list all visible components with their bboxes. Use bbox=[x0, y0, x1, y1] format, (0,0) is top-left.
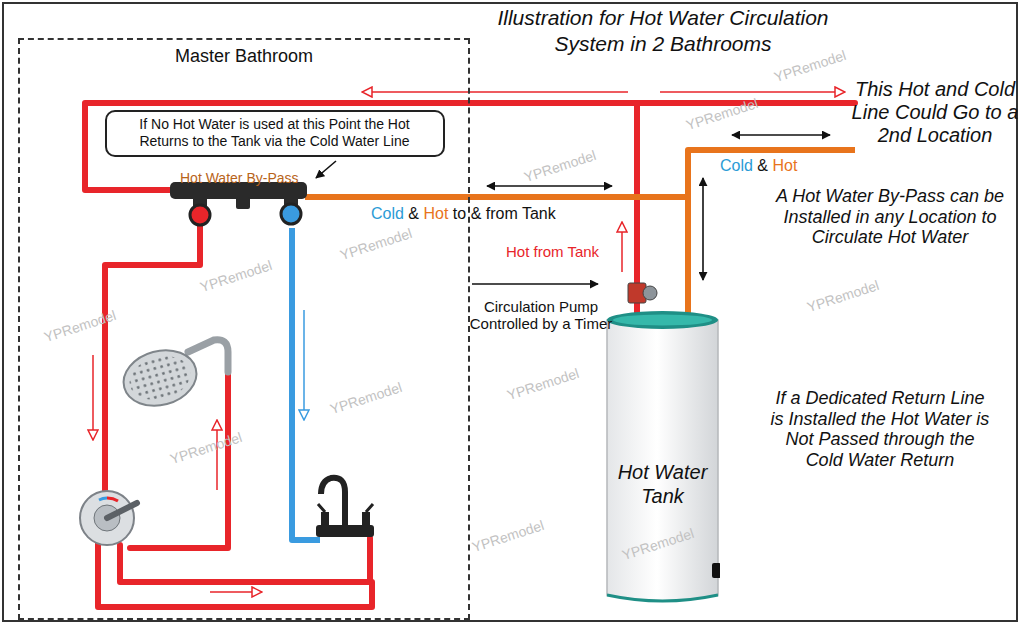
shower-face bbox=[117, 342, 202, 413]
text-run: from bbox=[486, 205, 522, 222]
watermark: YPRemodel bbox=[328, 379, 404, 417]
text-run: & bbox=[408, 205, 423, 222]
watermark: YPRemodel bbox=[470, 517, 546, 555]
watermark: YPRemodel bbox=[168, 429, 244, 467]
faucet-base bbox=[316, 525, 374, 537]
tank-base bbox=[607, 595, 718, 601]
annotation-text: Cold & Hot to & from Tank bbox=[371, 205, 601, 223]
pointer-arrow bbox=[316, 161, 336, 178]
mixed-pipe bbox=[305, 197, 688, 314]
text-run: & bbox=[757, 157, 772, 174]
tank-outline bbox=[605, 310, 720, 611]
annotation-text: If a Dedicated Return Line is Installed … bbox=[768, 388, 992, 471]
watermark: YPRemodel bbox=[805, 277, 881, 315]
valve-lever bbox=[107, 503, 137, 518]
note-box: If No Hot Water is used at this Point th… bbox=[105, 110, 445, 157]
tank-label: Hot Water Tank bbox=[605, 310, 720, 508]
flow-arrow bbox=[316, 135, 830, 284]
watermark: YPRemodel bbox=[198, 257, 274, 295]
hot-flow-arrow bbox=[621, 222, 623, 272]
text-run: Cold bbox=[720, 157, 757, 174]
hot-port bbox=[190, 205, 210, 225]
pointer-arrow bbox=[472, 283, 598, 285]
hot-flow-arrow bbox=[362, 91, 628, 93]
text-run: Tank bbox=[522, 205, 556, 222]
hot-flow-arrow bbox=[92, 355, 94, 440]
hot-pipe bbox=[634, 103, 640, 312]
faucet-handle bbox=[362, 512, 370, 526]
faucet-lever bbox=[318, 504, 373, 512]
tank-top bbox=[607, 311, 718, 329]
annotation-text: This Hot and Cold Line Could Go to a 2nd… bbox=[851, 78, 1019, 147]
text-run: & bbox=[471, 205, 486, 222]
annotation-text: Cold & Hot bbox=[720, 157, 820, 175]
hot-pipe bbox=[98, 540, 372, 607]
shower-valve bbox=[80, 491, 137, 545]
cold-flow-arrow bbox=[303, 310, 305, 420]
mixed-pipe bbox=[305, 150, 855, 314]
tank-body bbox=[607, 320, 718, 601]
watermark: YPRemodel bbox=[338, 225, 414, 263]
hot-pipe bbox=[85, 103, 855, 607]
annotation-text: Hot from Tank bbox=[506, 243, 624, 260]
bypass-knob bbox=[236, 197, 250, 209]
faucet-handle bbox=[321, 512, 329, 526]
cold-port bbox=[281, 204, 301, 224]
faucet bbox=[316, 478, 374, 537]
watermark: YPRemodel bbox=[522, 147, 598, 185]
valve-hot-mark bbox=[107, 498, 118, 501]
hot-pipe bbox=[120, 538, 370, 582]
diagram-title: Illustration for Hot Water Circulation S… bbox=[478, 5, 848, 58]
text-run: Cold bbox=[371, 205, 408, 222]
annotation-text: Hot Water By-Pass bbox=[180, 170, 330, 186]
shower-head bbox=[117, 340, 228, 414]
annotation-text: A Hot Water By-Pass can be Installed in … bbox=[764, 186, 1016, 248]
bypass-valve bbox=[170, 182, 307, 225]
shower-nozzles bbox=[125, 350, 196, 407]
tank-top-inner bbox=[613, 315, 712, 326]
valve-cold-mark bbox=[99, 498, 107, 500]
watermark: YPRemodel bbox=[505, 365, 581, 403]
text-run: Hot bbox=[423, 205, 452, 222]
pump-motor bbox=[643, 286, 657, 300]
text-run: to bbox=[453, 205, 471, 222]
faucet-spout bbox=[321, 478, 345, 525]
text-run: Hot bbox=[772, 157, 797, 174]
hot-flow-arrow bbox=[210, 591, 262, 593]
annotation-text: Circulation Pump Controlled by a Timer bbox=[466, 298, 616, 333]
hot-flow-arrow bbox=[216, 420, 218, 490]
watermark: YPRemodel bbox=[42, 307, 118, 345]
two-way-arrow bbox=[702, 178, 704, 280]
two-way-arrow bbox=[487, 185, 612, 187]
watermark: YPRemodel bbox=[772, 47, 848, 85]
cold-pipe bbox=[292, 228, 320, 540]
drain-valve bbox=[712, 563, 720, 578]
watermark: YPRemodel bbox=[684, 95, 760, 133]
room-heading: Master Bathroom bbox=[20, 40, 468, 68]
note-text: If No Hot Water is used at this Point th… bbox=[115, 116, 435, 150]
hot-flow-arrow bbox=[660, 91, 845, 93]
water-tank: Hot Water Tank bbox=[605, 310, 720, 605]
circulation-pump bbox=[628, 283, 657, 303]
two-way-arrow bbox=[732, 134, 830, 136]
